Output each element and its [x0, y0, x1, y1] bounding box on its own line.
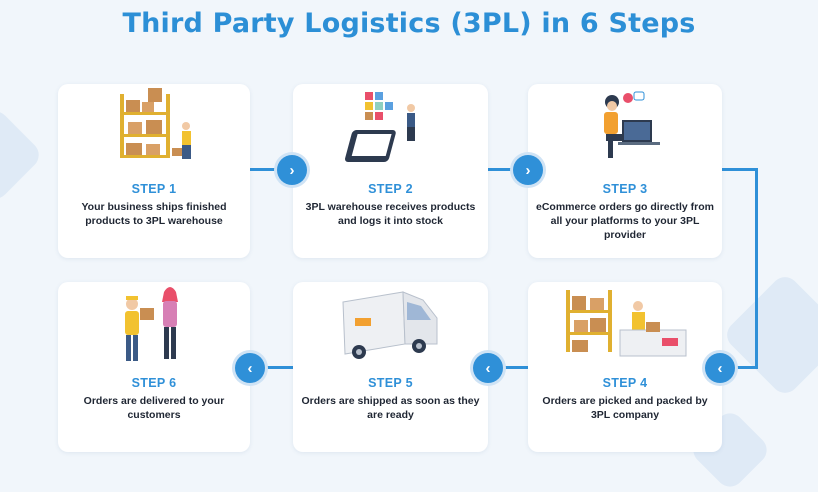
- step-description: eCommerce orders go directly from all yo…: [536, 201, 714, 241]
- step-label: STEP 2: [368, 182, 413, 196]
- step-description: Orders are picked and packed by 3PL comp…: [542, 395, 708, 421]
- background-diamond: [721, 271, 818, 399]
- connector-line: [245, 168, 293, 171]
- customer-delivery-illustration: [125, 287, 178, 361]
- step-card-1: STEP 1 Your business ships finished prod…: [58, 84, 250, 258]
- delivery-truck-illustration: [342, 291, 438, 359]
- next-step-arrow-4: ‹: [473, 353, 503, 383]
- person-at-computer-illustration: [604, 91, 660, 158]
- next-step-arrow-3: ‹: [705, 353, 735, 383]
- step-card-4: STEP 4 Orders are picked and packed by 3…: [528, 282, 722, 452]
- step-label: STEP 1: [131, 182, 177, 196]
- step-card-6: STEP 6 Orders are delivered to your cust…: [58, 282, 250, 452]
- connector-line: [488, 366, 528, 369]
- packing-desk-illustration: [566, 290, 687, 357]
- step-card-2: STEP 2 3PL warehouse receives products a…: [293, 84, 488, 258]
- step-card-5: STEP 5 Orders are shipped as soon as the…: [293, 282, 488, 452]
- next-step-arrow-5: ‹: [235, 353, 265, 383]
- step-label: STEP 5: [368, 376, 413, 390]
- connector-line: [722, 168, 758, 171]
- connector-line: [245, 366, 293, 369]
- next-step-arrow-2: ›: [513, 155, 543, 185]
- step-description: Your business ships finished products to…: [81, 201, 227, 227]
- warehouse-worker-illustration: [120, 88, 191, 159]
- step-description: Orders are shipped as soon as they are r…: [301, 395, 480, 421]
- step-description: 3PL warehouse receives products and logs…: [305, 201, 476, 227]
- tablet-inventory-illustration: [345, 92, 415, 162]
- next-step-arrow-1: ›: [277, 155, 307, 185]
- step-description: Orders are delivered to your customers: [83, 395, 225, 421]
- step-label: STEP 6: [131, 376, 177, 390]
- step-label: STEP 3: [602, 182, 648, 196]
- page-title: Third Party Logistics (3PL) in 6 Steps: [122, 8, 696, 39]
- step-card-3: STEP 3 eCommerce orders go directly from…: [528, 84, 722, 258]
- connector-line: [722, 366, 758, 369]
- background-diamond: [0, 105, 45, 205]
- connector-line: [488, 168, 528, 171]
- step-label: STEP 4: [602, 376, 648, 390]
- connector-line: [755, 168, 758, 368]
